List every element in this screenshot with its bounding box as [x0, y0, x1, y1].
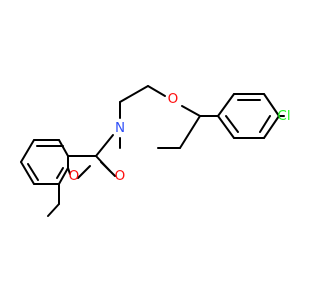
bond — [95, 134, 114, 157]
bond — [259, 115, 271, 133]
bond — [77, 165, 91, 179]
bond — [263, 115, 280, 139]
bond — [100, 161, 116, 177]
bond — [67, 167, 71, 175]
bond — [225, 115, 239, 133]
bond — [217, 115, 235, 139]
bond — [47, 203, 60, 217]
bond — [27, 163, 39, 181]
bond — [263, 93, 280, 117]
oxygen-carbonyl-label: O — [115, 168, 126, 184]
bond — [179, 115, 201, 149]
chlorine-label: Cl — [277, 108, 290, 124]
oxygen-morpholine-label: O — [168, 91, 179, 107]
bond — [20, 161, 35, 185]
bond — [181, 105, 201, 117]
bond — [56, 167, 64, 179]
benzofuran-ring — [20, 139, 91, 217]
amide-link — [67, 134, 116, 177]
bond — [58, 139, 69, 157]
chlorophenyl-ring — [199, 93, 285, 139]
nitrogen-morpholine-label: N — [115, 120, 125, 136]
bond — [58, 167, 69, 185]
bond — [20, 139, 35, 163]
bond — [119, 85, 149, 103]
bond — [217, 93, 235, 117]
morpholine-ring — [119, 85, 201, 149]
oxygen-furan-label: O — [69, 168, 80, 184]
structure-canvas: O N Cl O O — [20, 85, 291, 217]
bond — [147, 85, 166, 97]
molecule-drawing: O N Cl O O — [20, 85, 291, 217]
